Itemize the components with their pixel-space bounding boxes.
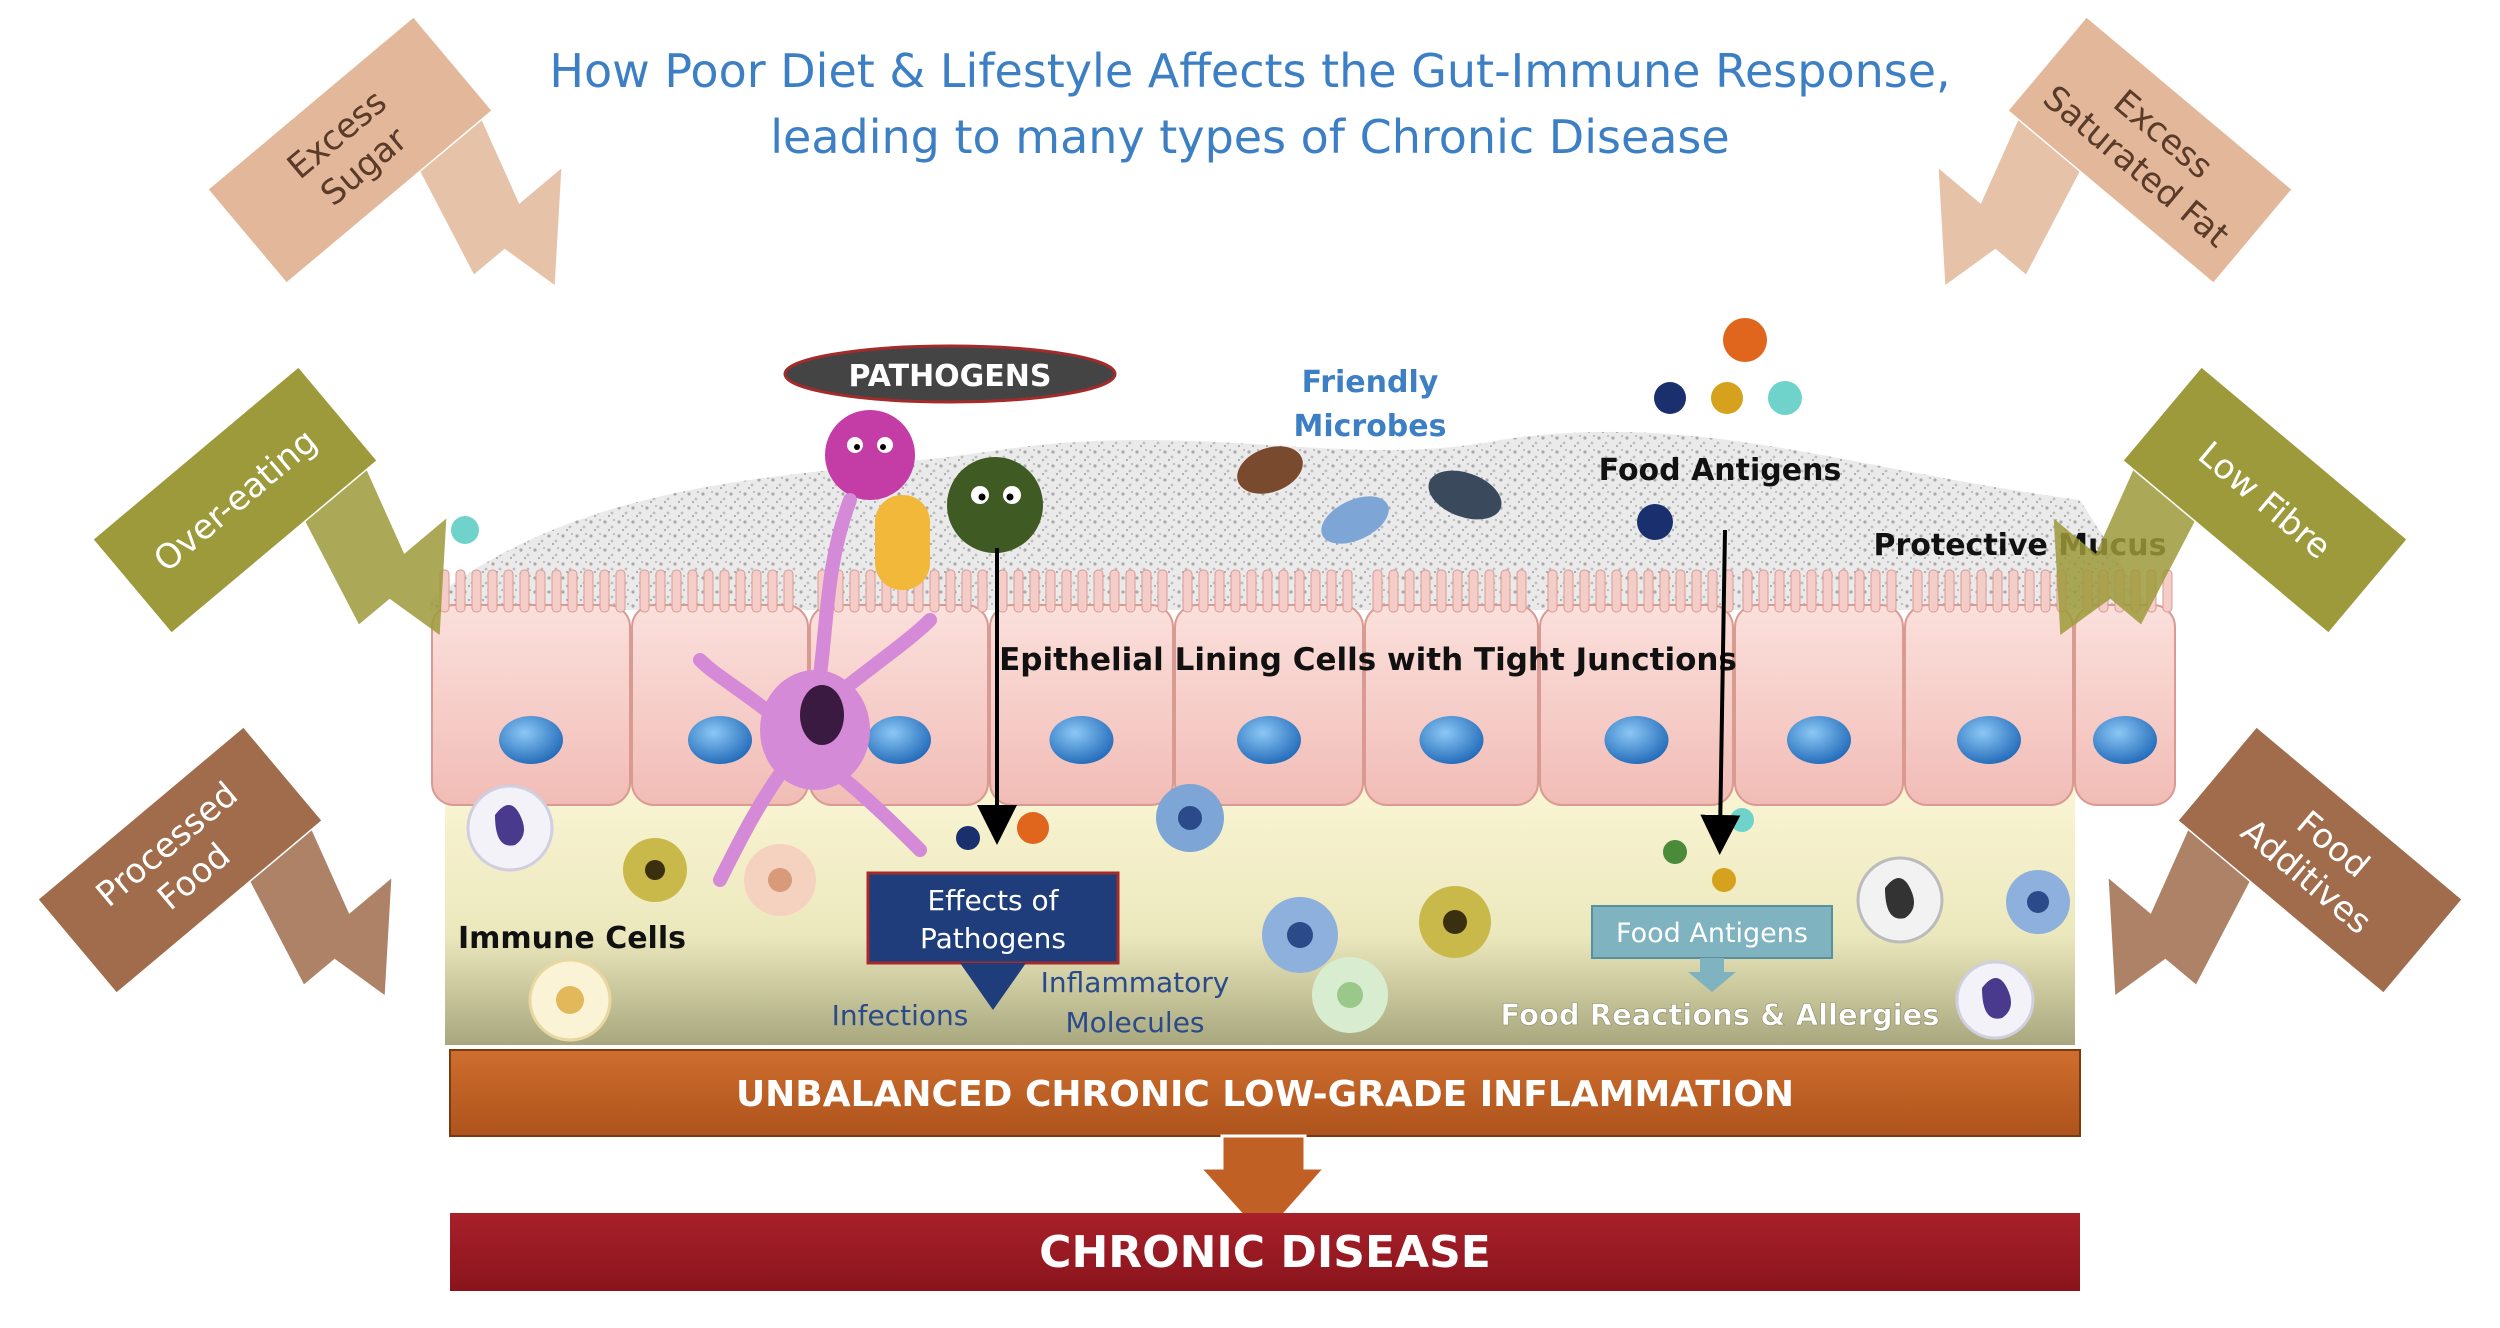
epithelial-cell <box>989 569 1174 806</box>
chronic-disease-bar <box>450 1213 2080 1291</box>
food-reactions-label: Food Reactions & Allergies <box>1500 998 1939 1032</box>
dendritic-cell <box>693 493 937 887</box>
cell-nucleus <box>867 716 931 764</box>
cell-nucleus <box>499 716 563 764</box>
antigen-entry-arrow <box>1700 529 1741 855</box>
food-antigens-box-label: Food Antigens <box>1616 918 1808 949</box>
cell-nucleus <box>1237 716 1301 764</box>
cell-nucleus <box>1419 716 1484 764</box>
cell-nucleus <box>1957 716 2021 764</box>
pathogen-yellow <box>875 495 930 590</box>
pathogens-label: PATHOGENS <box>848 359 1051 394</box>
chronic-disease-label: CHRONIC DISEASE <box>1039 1227 1491 1278</box>
food-antigens-top-label: Food Antigens <box>1599 453 1842 488</box>
cell-nucleus <box>1604 716 1669 764</box>
factor-low-fibre: Low Fibre <box>2053 363 2411 637</box>
title-line-1: How Poor Diet & Lifestyle Affects the Gu… <box>549 44 1951 98</box>
pathogen-green <box>947 457 1043 553</box>
cell-nucleus <box>1049 716 1114 764</box>
cell-nucleus <box>1787 716 1851 764</box>
inflammatory-label-1: Inflammatory <box>1041 966 1230 999</box>
inflammation-to-disease-arrow <box>1196 1134 1329 1241</box>
epithelial-cell <box>1904 569 2074 806</box>
epithelial-lining <box>431 569 2176 806</box>
friendly-microbes <box>1237 446 1502 544</box>
effects-label-1: Effects of <box>927 884 1059 917</box>
pathogens-badge: PATHOGENS <box>783 344 1117 404</box>
food-antigen-particles <box>451 318 1802 892</box>
immune-cells-label: Immune Cells <box>458 921 686 956</box>
effects-label-2: Pathogens <box>920 922 1066 955</box>
title-line-2: leading to many types of Chronic Disease <box>770 110 1730 164</box>
inflammation-bar-label: UNBALANCED CHRONIC LOW-GRADE INFLAMMATIO… <box>736 1074 1794 1115</box>
epithelial-cell <box>1174 569 1364 806</box>
epithelial-cell <box>431 569 631 806</box>
epithelial-cell <box>631 569 809 806</box>
pathogen-purple <box>825 410 915 500</box>
cell-nucleus <box>2093 716 2157 764</box>
cell-nucleus <box>688 716 752 764</box>
friendly-microbes-label-1: Friendly <box>1302 365 1439 400</box>
epithelial-cell <box>1364 569 1539 806</box>
epithelial-label: Epithelial Lining Cells with Tight Junct… <box>999 642 1737 678</box>
effects-of-pathogens-box: Effects of Pathogens <box>866 871 1120 1010</box>
immune-cell-cluster <box>466 784 2070 1042</box>
infections-label: Infections <box>832 999 969 1032</box>
friendly-microbes-label-2: Microbes <box>1293 409 1446 444</box>
epithelial-cell <box>1734 569 1904 806</box>
epithelial-cell <box>1539 569 1734 806</box>
food-antigens-box: Food Antigens <box>1591 905 1833 992</box>
inflammatory-label-2: Molecules <box>1065 1006 1204 1039</box>
inflammation-bar <box>449 1049 2081 1137</box>
